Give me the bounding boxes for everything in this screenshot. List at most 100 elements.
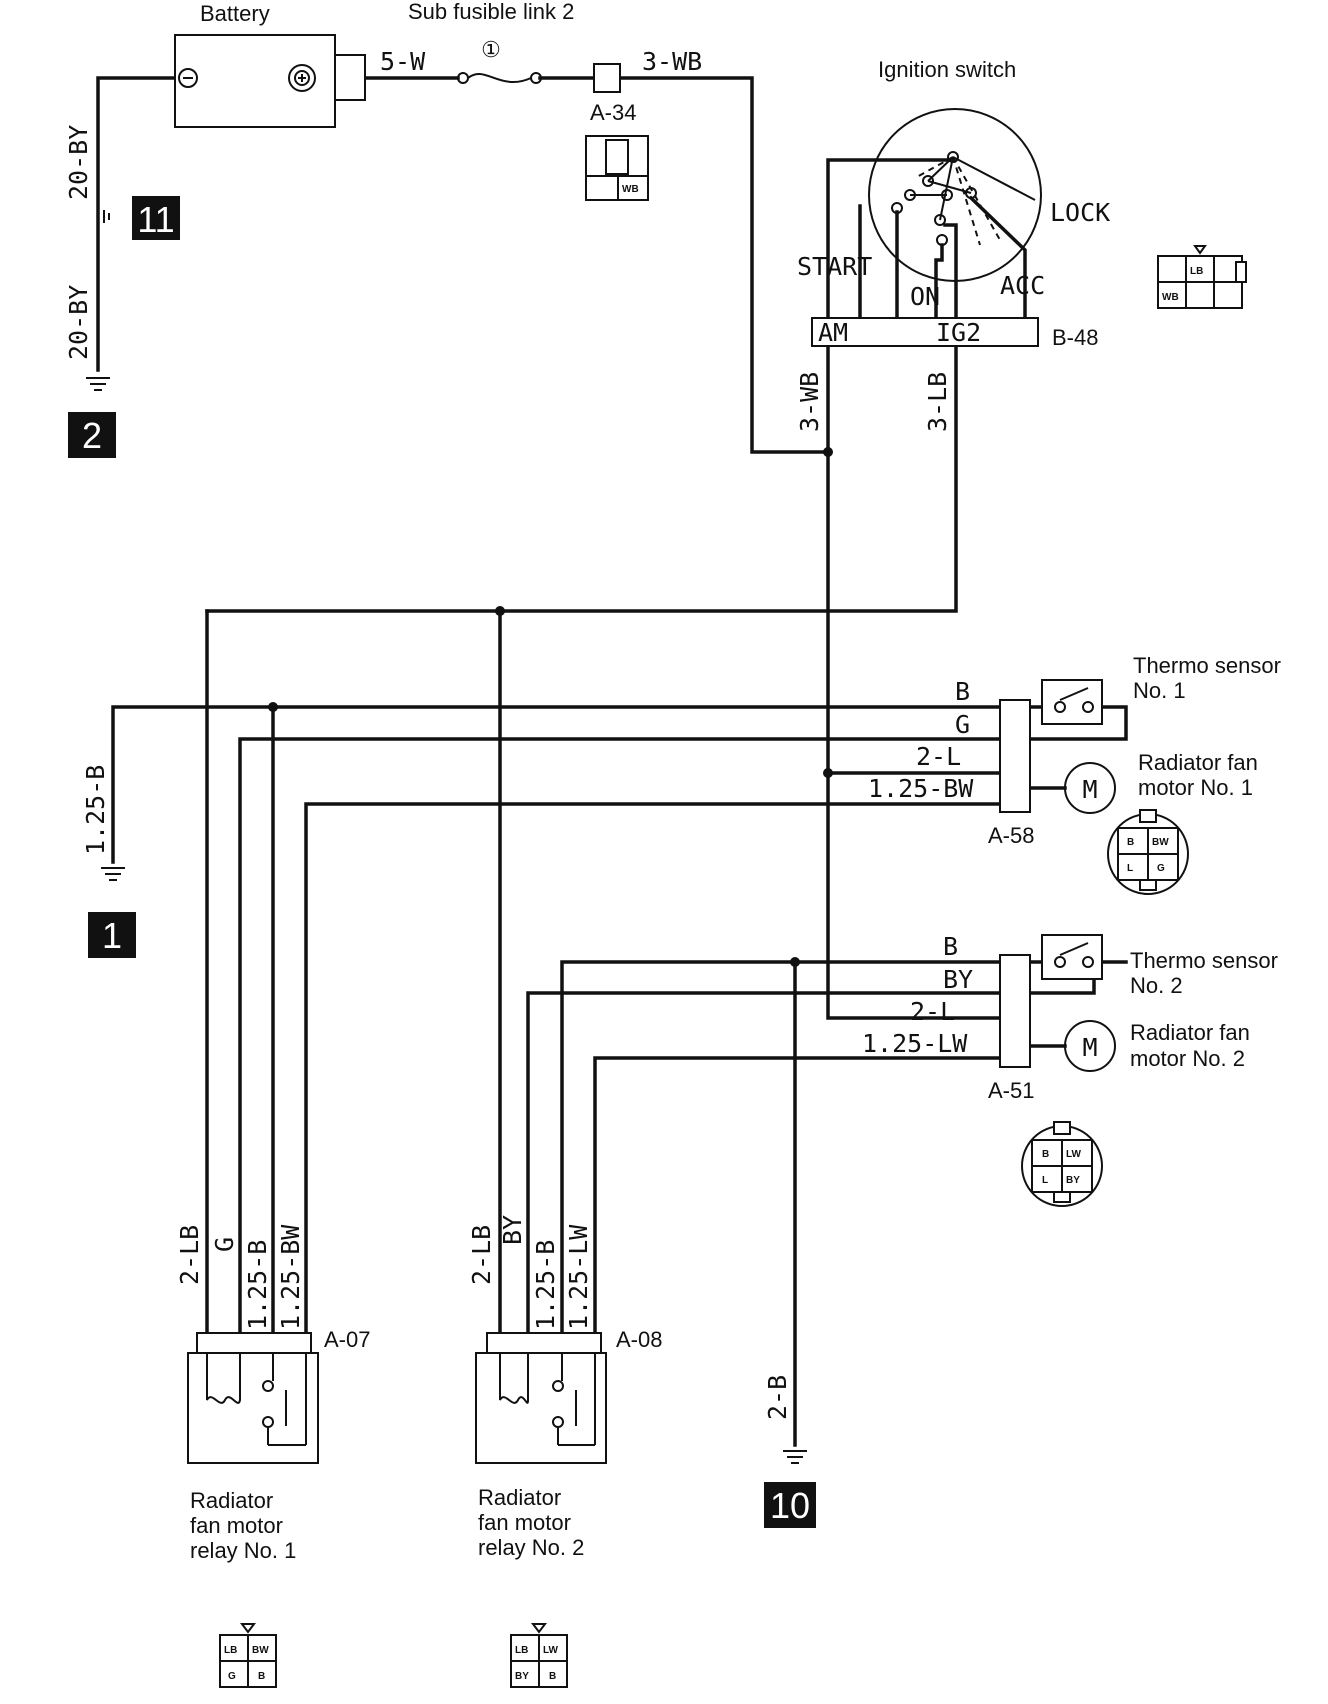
- wire-2-b-gnd10: 2-B: [763, 1375, 792, 1420]
- a58-connector: [999, 699, 1031, 813]
- ground-10-badge: [764, 1482, 816, 1528]
- wire-a51-lw: 1.25-LW: [862, 1029, 968, 1058]
- svg-text:LB: LB: [515, 1645, 528, 1656]
- wire-20-by-upper: 20-BY: [64, 125, 93, 200]
- a34-connector: [593, 63, 621, 93]
- ground-1-badge: [88, 912, 136, 958]
- relay-1-symbol: [187, 1352, 319, 1464]
- svg-text:G: G: [1157, 863, 1165, 874]
- fan-motor-2-label-1: Radiator fan: [1130, 1020, 1250, 1045]
- wire-3-wb-am: 3-WB: [795, 372, 824, 432]
- fusible-link-label: Sub fusible link 2: [408, 0, 574, 24]
- thermo-sensor-1-label-1: Thermo sensor: [1133, 653, 1281, 678]
- fan-motor-1-symbol: [1064, 762, 1116, 814]
- fan-motor-2-m: M: [1082, 1033, 1097, 1062]
- ignition-switch-label: Ignition switch: [878, 57, 1016, 82]
- ground-1-number: 1: [102, 915, 122, 956]
- ground-11-symbol: [97, 205, 110, 228]
- fan-motor-2-label-2: motor No. 2: [1130, 1046, 1245, 1071]
- fusible-link-symbol: [457, 72, 542, 84]
- a07-label: A-07: [324, 1327, 370, 1352]
- svg-text:G: G: [228, 1671, 236, 1682]
- a08-label: A-08: [616, 1327, 662, 1352]
- thermo-sensor-2-label-1: Thermo sensor: [1130, 948, 1278, 973]
- ign-start-label: START: [797, 252, 872, 281]
- wire-a58-b: B: [955, 677, 970, 706]
- wires: [96, 76, 1128, 1447]
- ground-2-number: 2: [82, 415, 102, 456]
- ground-10-symbol: [783, 1450, 807, 1464]
- ground-2-symbol: [86, 377, 110, 391]
- thermo-sensor-2-symbol: [1041, 934, 1103, 980]
- relay-2-symbol: [475, 1352, 607, 1464]
- wire-r2-b: 1.25-B: [531, 1240, 560, 1330]
- wire-r1-2lb: 2-LB: [175, 1225, 204, 1285]
- battery: [174, 34, 366, 128]
- thermo-sensor-1-label-2: No. 1: [1133, 678, 1186, 703]
- a58-label: A-58: [988, 823, 1034, 848]
- wire-3-lb-ig2: 3-LB: [923, 372, 952, 432]
- ground-11-badge: [132, 196, 180, 240]
- svg-text:BW: BW: [252, 1645, 269, 1656]
- svg-text:B: B: [549, 1671, 556, 1682]
- relay-1-label-1: Radiator: [190, 1488, 273, 1513]
- wire-r2-lw: 1.25-LW: [564, 1224, 593, 1330]
- a58-pinout: B BW L G: [1107, 809, 1189, 895]
- ground-11-number: 11: [137, 199, 174, 240]
- a34-pinout: WB: [585, 135, 649, 201]
- b48-pinout: LB WB: [1157, 245, 1247, 309]
- a07-connector: [196, 1332, 312, 1354]
- ground-2-badge: [68, 412, 116, 458]
- wire-5-w: 5-W: [380, 47, 426, 76]
- wire-r1-b: 1.25-B: [243, 1240, 272, 1330]
- wire-r2-by: BY: [498, 1215, 527, 1245]
- a51-connector: [999, 954, 1031, 1068]
- wire-a58-bw: 1.25-BW: [868, 774, 974, 803]
- wire-r1-g: G: [210, 1237, 239, 1252]
- wire-a51-by: BY: [943, 965, 973, 994]
- ign-lock-label: LOCK: [1050, 198, 1110, 227]
- svg-text:WB: WB: [1162, 292, 1179, 303]
- a51-pinout: B LW L BY: [1021, 1121, 1103, 1207]
- a34-label: A-34: [590, 100, 636, 125]
- relay-2-label-2: fan motor: [478, 1510, 571, 1535]
- wire-3-wb-top: 3-WB: [642, 47, 702, 76]
- thermo-sensor-2-label-2: No. 2: [1130, 973, 1183, 998]
- relay-2-label-1: Radiator: [478, 1485, 561, 1510]
- fan-motor-1-label-1: Radiator fan: [1138, 750, 1258, 775]
- a51-label: A-51: [988, 1078, 1034, 1103]
- ground-1-symbol: [101, 867, 125, 881]
- relay-1-label-3: relay No. 1: [190, 1538, 296, 1563]
- ground-10-number: 10: [770, 1485, 810, 1526]
- b48-label: B-48: [1052, 325, 1098, 350]
- svg-text:L: L: [1127, 863, 1133, 874]
- thermo-sensor-1-symbol: [1041, 679, 1103, 725]
- relay-2-label-3: relay No. 2: [478, 1535, 584, 1560]
- wire-a51-b: B: [943, 932, 958, 961]
- svg-text:B: B: [1127, 837, 1134, 848]
- a08-connector: [486, 1332, 602, 1354]
- fan-motor-1-label-2: motor No. 1: [1138, 775, 1253, 800]
- junctions: [268, 447, 833, 967]
- svg-text:B: B: [1042, 1149, 1049, 1160]
- wire-1-25-b-gnd1: 1.25-B: [81, 765, 110, 855]
- wire-a58-g: G: [955, 710, 970, 739]
- svg-text:LB: LB: [224, 1645, 237, 1656]
- relay-1-label-2: fan motor: [190, 1513, 283, 1538]
- a08-pinout: LB LW BY B: [510, 1623, 568, 1688]
- wire-r1-bw: 1.25-BW: [276, 1224, 305, 1330]
- ignition-switch-symbol: [826, 108, 1042, 322]
- svg-text:B: B: [258, 1671, 265, 1682]
- wire-r2-2lb: 2-LB: [467, 1225, 496, 1285]
- svg-text:WB: WB: [622, 184, 639, 195]
- ign-acc-label: ACC: [1000, 271, 1045, 300]
- fan-motor-2-symbol: [1064, 1020, 1116, 1072]
- svg-text:LB: LB: [1190, 266, 1203, 277]
- svg-text:L: L: [1042, 1175, 1048, 1186]
- svg-text:LW: LW: [543, 1645, 559, 1656]
- b48-am-label: AM: [818, 318, 848, 347]
- svg-text:LW: LW: [1066, 1149, 1082, 1160]
- fan-motor-1-m: M: [1082, 775, 1097, 804]
- wire-a58-2l: 2-L: [916, 742, 961, 771]
